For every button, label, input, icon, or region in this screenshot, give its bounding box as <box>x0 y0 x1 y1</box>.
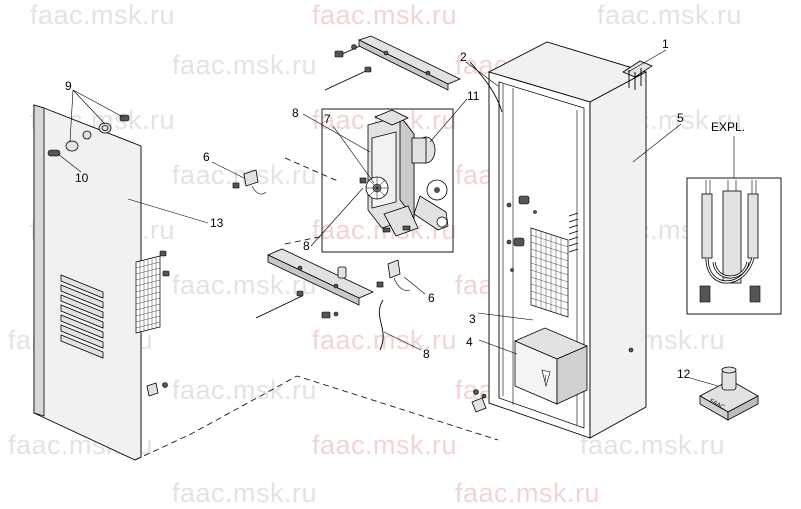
assembly-guide-lines <box>134 157 499 461</box>
explosion-detail <box>686 136 782 315</box>
door-louvres <box>60 274 104 359</box>
upper-mounting-bracket <box>324 35 461 91</box>
watermark-text: faac.msk.ru <box>172 375 318 405</box>
callout-13: 13 <box>210 216 224 230</box>
callout-1: 1 <box>662 37 669 51</box>
watermark-text: faac.msk.ru <box>172 270 318 300</box>
cable-gland <box>622 60 653 90</box>
callout-8-upper: 8 <box>292 106 299 120</box>
electrical-box <box>513 327 589 405</box>
leader-lines <box>57 49 719 387</box>
callout-2: 2 <box>460 50 467 64</box>
watermark-text: faac.msk.ru <box>172 50 318 80</box>
door-mesh-grille <box>135 255 161 334</box>
cable-2 <box>469 61 503 113</box>
callout-10: 10 <box>75 171 89 185</box>
expl-label: EXPL. <box>711 120 745 134</box>
callout-6-lower: 6 <box>428 291 435 305</box>
callout-labels: 1 2 3 4 5 6 6 7 8 8 8 9 10 11 12 13 EXPL… <box>65 37 745 381</box>
callout-5: 5 <box>677 111 684 125</box>
door-panel <box>33 104 170 461</box>
lower-mounting-bracket <box>255 248 374 319</box>
callout-8-middle: 8 <box>303 239 310 253</box>
callout-12: 12 <box>677 367 691 381</box>
watermark-text: faac.msk.ru <box>580 430 726 460</box>
faac-wrench-part: FAAC <box>699 366 759 421</box>
watermark-text: faac.msk.ru <box>312 0 458 30</box>
callout-7: 7 <box>324 112 331 126</box>
watermark-text: faac.msk.ru <box>312 325 458 355</box>
limit-switch-upper <box>232 169 267 195</box>
watermark-text: faac.msk.ru <box>30 0 176 30</box>
callout-6-upper: 6 <box>203 150 210 164</box>
lock-parts <box>47 114 130 157</box>
watermark-text: faac.msk.ru <box>172 478 318 508</box>
callout-11: 11 <box>467 89 480 103</box>
callout-4: 4 <box>466 335 473 349</box>
gearmotor-assembly <box>321 108 454 253</box>
floor-clip <box>471 389 487 413</box>
limit-switch-lower <box>376 259 411 291</box>
watermark-text: faac.msk.ru <box>455 478 601 508</box>
callout-8-lower: 8 <box>423 347 430 361</box>
callout-9: 9 <box>65 79 72 93</box>
callout-3: 3 <box>469 312 476 326</box>
watermark-text: faac.msk.ru <box>597 0 743 30</box>
wire-8 <box>378 299 384 351</box>
watermark-text: faac.msk.ru <box>312 430 458 460</box>
